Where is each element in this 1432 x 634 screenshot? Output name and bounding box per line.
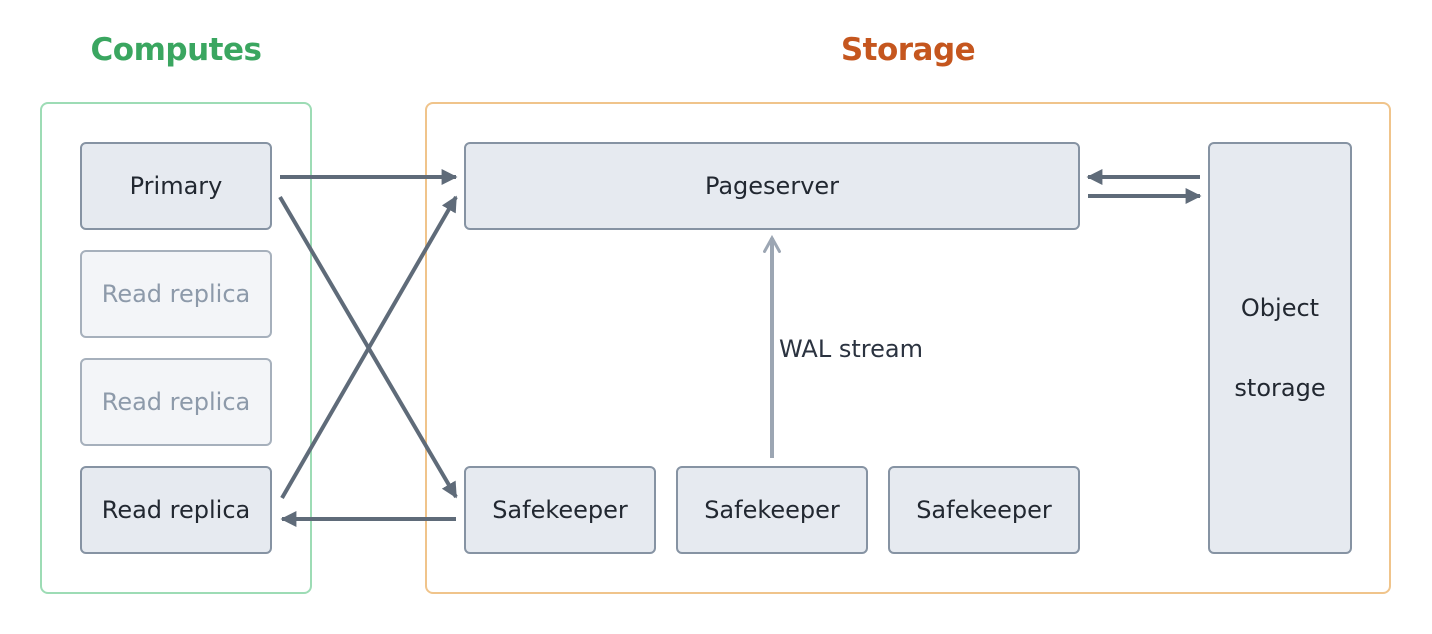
read-replica-label: Read replica	[101, 496, 251, 524]
storage-title: Storage	[840, 32, 976, 68]
pageserver-node[interactable]: Pageserver	[464, 142, 1080, 230]
read-replica-label: Read replica	[101, 280, 251, 308]
object-storage-node[interactable]: Object storage	[1208, 142, 1352, 554]
read-replica-node-active[interactable]: Read replica	[80, 466, 272, 554]
read-replica-label: Read replica	[101, 388, 251, 416]
pageserver-label: Pageserver	[704, 172, 840, 200]
object-storage-label-line-2: storage	[1234, 374, 1326, 402]
primary-label: Primary	[129, 172, 223, 200]
read-replica-node[interactable]: Read replica	[80, 358, 272, 446]
safekeeper-label: Safekeeper	[916, 496, 1052, 524]
safekeeper-label: Safekeeper	[492, 496, 628, 524]
safekeeper-node[interactable]: Safekeeper	[464, 466, 656, 554]
object-storage-label-line-1: Object	[1240, 294, 1320, 322]
read-replica-node[interactable]: Read replica	[80, 250, 272, 338]
primary-node[interactable]: Primary	[80, 142, 272, 230]
safekeeper-label: Safekeeper	[704, 496, 840, 524]
wal-stream-label: WAL stream	[779, 335, 923, 363]
safekeeper-node[interactable]: Safekeeper	[888, 466, 1080, 554]
computes-title: Computes	[90, 32, 262, 68]
safekeeper-node[interactable]: Safekeeper	[676, 466, 868, 554]
